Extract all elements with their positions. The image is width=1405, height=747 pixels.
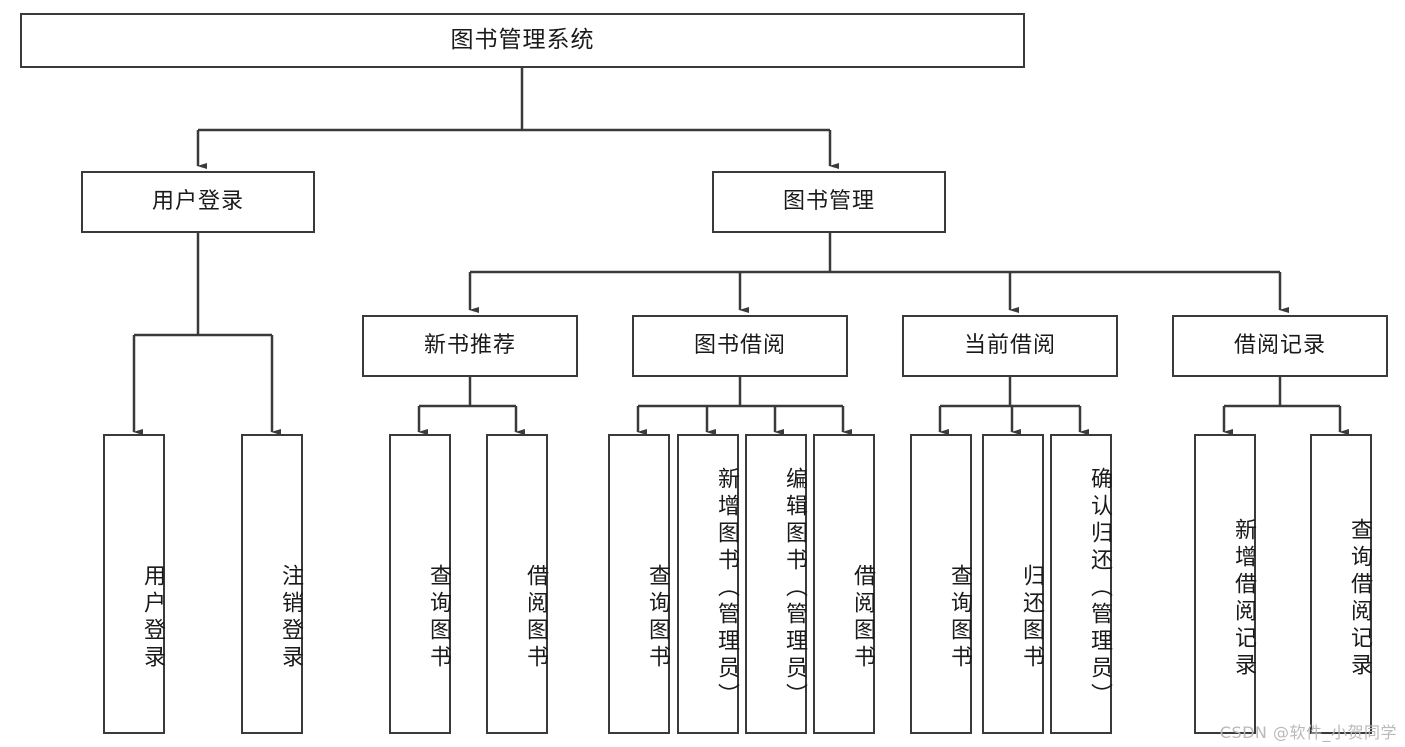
- leaf-query-record-label: 查询借阅记录: [1347, 518, 1372, 680]
- leaf-query-record[interactable]: 查询借阅记录: [1310, 434, 1372, 734]
- leaf-return-book[interactable]: 归还图书: [982, 434, 1044, 734]
- node-root-label: 图书管理系统: [450, 26, 595, 53]
- leaf-query-book-rec-label: 查询图书: [426, 564, 451, 672]
- leaf-query-book-borrow-label: 查询图书: [645, 564, 670, 672]
- leaf-return-book-label: 归还图书: [1019, 564, 1044, 672]
- node-current-borrow-label: 当前借阅: [963, 332, 1056, 358]
- leaf-add-book-label: 新增图书（管理员）: [714, 466, 739, 710]
- leaf-confirm-return[interactable]: 确认归还（管理员）: [1050, 434, 1112, 734]
- leaf-user-logout[interactable]: 注销登录: [241, 434, 303, 734]
- leaf-user-logout-label: 注销登录: [278, 564, 303, 672]
- leaf-query-book-rec[interactable]: 查询图书: [389, 434, 451, 734]
- leaf-query-book-current[interactable]: 查询图书: [910, 434, 972, 734]
- node-user-login-label: 用户登录: [151, 188, 244, 214]
- watermark: CSDN @软件_小贺同学: [1219, 723, 1397, 742]
- node-new-book-rec[interactable]: 新书推荐: [362, 315, 578, 377]
- leaf-confirm-return-label: 确认归还（管理员）: [1087, 466, 1112, 710]
- leaf-query-book-borrow[interactable]: 查询图书: [608, 434, 670, 734]
- node-new-book-rec-label: 新书推荐: [423, 332, 516, 358]
- leaf-borrow-book-rec[interactable]: 借阅图书: [486, 434, 548, 734]
- node-current-borrow[interactable]: 当前借阅: [902, 315, 1118, 377]
- leaf-add-record[interactable]: 新增借阅记录: [1194, 434, 1256, 734]
- leaf-add-record-label: 新增借阅记录: [1231, 518, 1256, 680]
- node-book-mgmt[interactable]: 图书管理: [712, 171, 946, 233]
- node-user-login[interactable]: 用户登录: [81, 171, 315, 233]
- leaf-query-book-current-label: 查询图书: [947, 564, 972, 672]
- leaf-borrow-book[interactable]: 借阅图书: [813, 434, 875, 734]
- node-borrow-record[interactable]: 借阅记录: [1172, 315, 1388, 377]
- node-book-mgmt-label: 图书管理: [782, 188, 875, 214]
- node-book-borrow-label: 图书借阅: [693, 332, 786, 358]
- node-root[interactable]: 图书管理系统: [20, 13, 1025, 68]
- leaf-edit-book[interactable]: 编辑图书（管理员）: [745, 434, 807, 734]
- node-borrow-record-label: 借阅记录: [1233, 332, 1326, 358]
- leaf-borrow-book-rec-label: 借阅图书: [523, 564, 548, 672]
- leaf-user-login-label: 用户登录: [140, 564, 165, 672]
- leaf-user-login[interactable]: 用户登录: [103, 434, 165, 734]
- leaf-edit-book-label: 编辑图书（管理员）: [782, 466, 807, 710]
- leaf-add-book[interactable]: 新增图书（管理员）: [677, 434, 739, 734]
- leaf-borrow-book-label: 借阅图书: [850, 564, 875, 672]
- node-book-borrow[interactable]: 图书借阅: [632, 315, 848, 377]
